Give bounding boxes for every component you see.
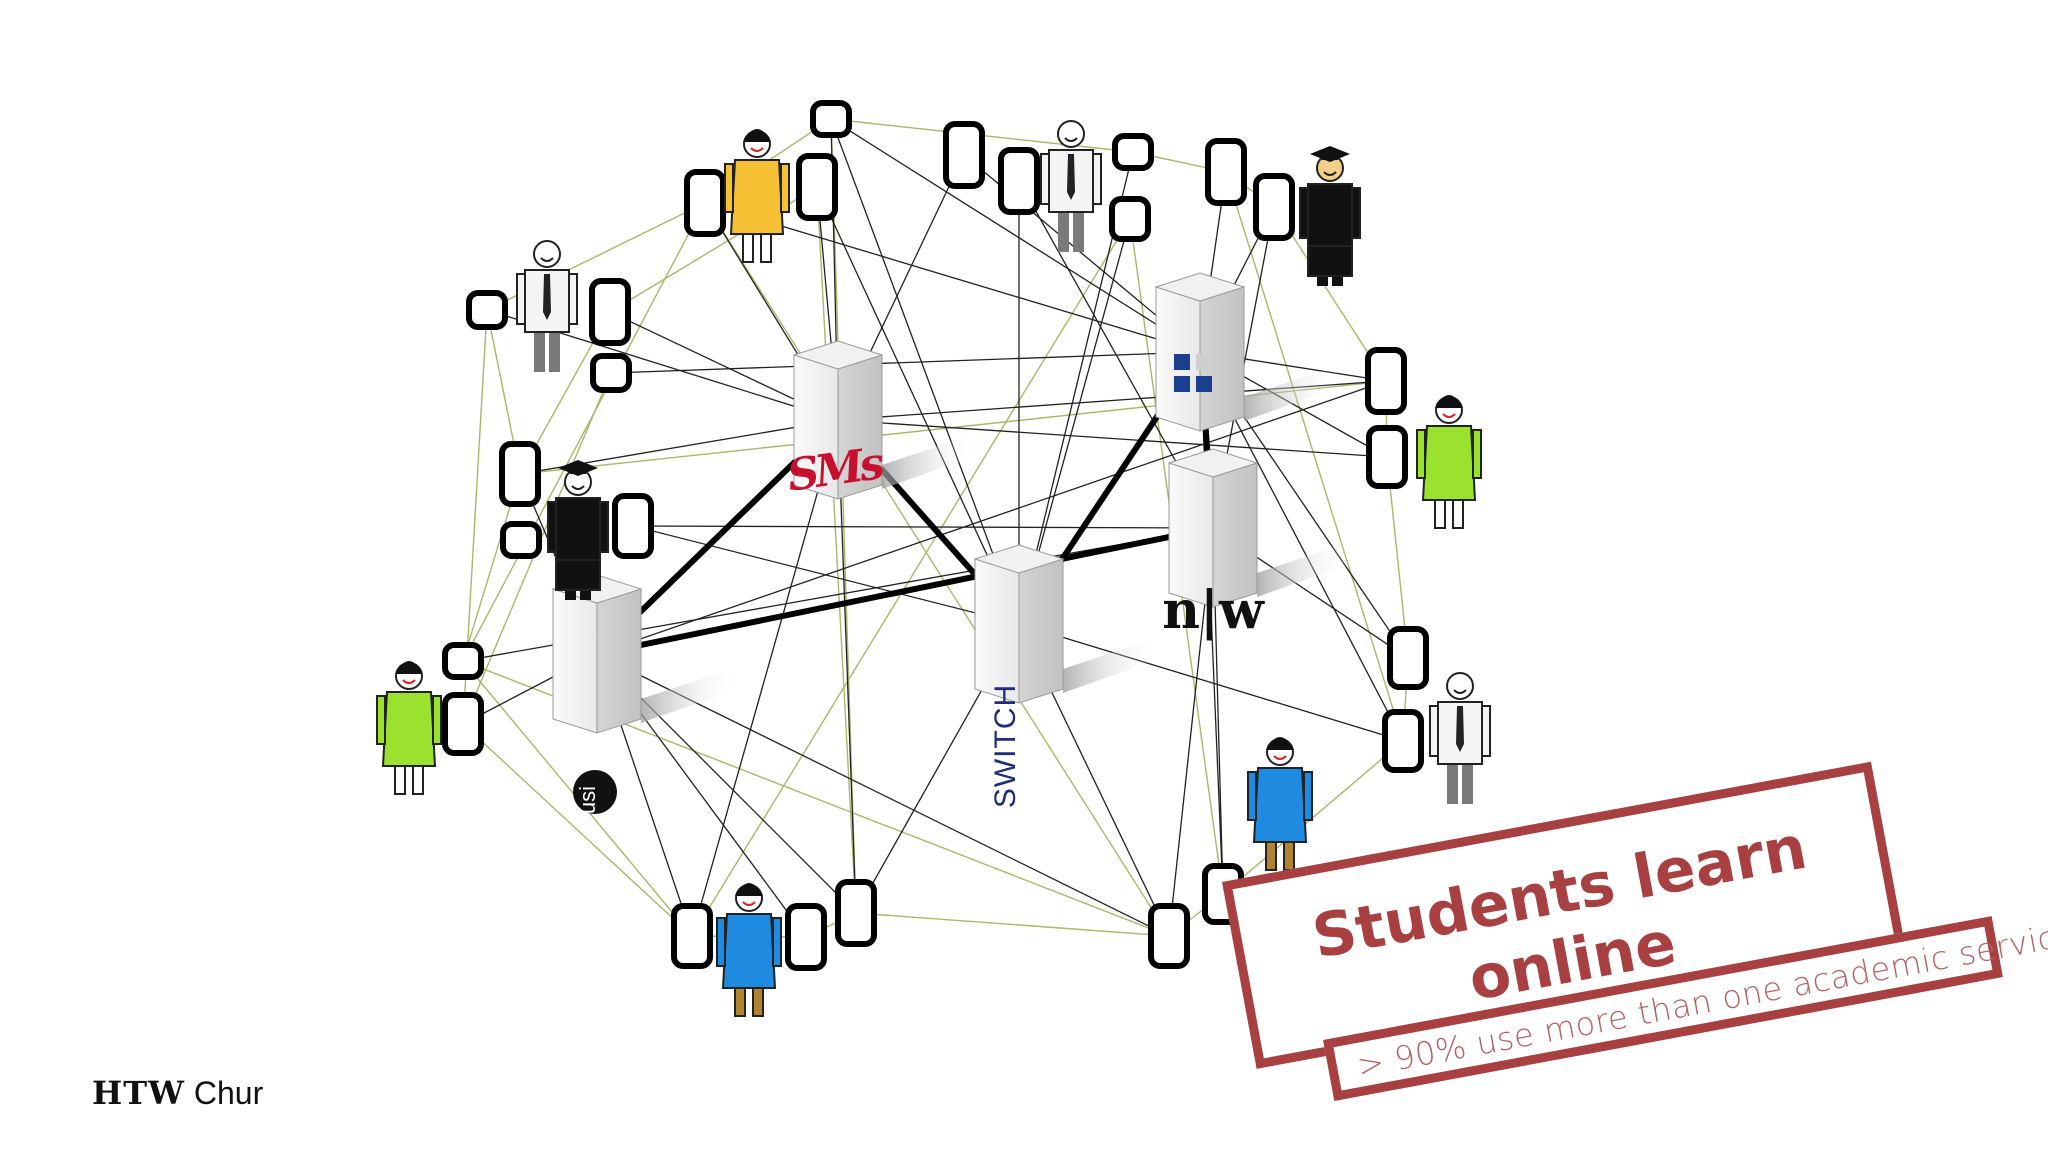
usi-logo-text: usi (575, 786, 600, 814)
service-link (1018, 623, 1404, 742)
device-icon (1365, 347, 1407, 415)
device-icon (785, 903, 827, 971)
device-icon (500, 521, 542, 559)
service-link (816, 186, 1020, 625)
device-icon (835, 879, 877, 947)
switch-logo-text: SWITCH (989, 684, 1022, 808)
device-icon (589, 278, 631, 346)
peer-link (462, 723, 693, 937)
htw-chur-logo: HTW Chur (92, 1074, 263, 1112)
service-link (837, 419, 1388, 458)
student-grad-icon (1429, 672, 1491, 804)
student-cap-icon (547, 460, 609, 600)
service-link (596, 380, 1387, 655)
peer-link (830, 118, 857, 914)
server-switch-icon: SWITCH (973, 544, 1159, 808)
student-yellow-icon (724, 129, 790, 263)
student-green-icon (376, 661, 442, 795)
student-blue-icon (1247, 737, 1313, 871)
service-link (837, 419, 857, 914)
service-link (830, 118, 1020, 625)
service-link (830, 118, 1201, 353)
usi-logo-icon (573, 770, 617, 814)
device-icon (998, 147, 1040, 215)
server-sms-icon: SMs (784, 340, 978, 502)
peer-link (816, 186, 857, 914)
student-green-icon (1416, 395, 1482, 529)
peer-link (1225, 171, 1404, 742)
peer-link (1386, 456, 1409, 659)
device-icon (1387, 626, 1429, 690)
student-grad-icon (516, 240, 578, 372)
device-icon (684, 169, 726, 237)
peer-link (691, 218, 1131, 937)
device-icon (671, 903, 713, 969)
peer-link (855, 912, 1170, 937)
device-icon (466, 290, 508, 330)
brand-regular: Chur (193, 1075, 264, 1111)
device-icon (1112, 133, 1154, 171)
backbone-link (596, 525, 1214, 657)
device-icon (796, 153, 838, 221)
device-icon (943, 121, 985, 189)
service-link (691, 419, 839, 937)
device-icon (1366, 425, 1408, 489)
peer-link (462, 202, 706, 662)
device-icon (1205, 138, 1247, 206)
device-icon (1148, 903, 1190, 969)
server-fhgr-icon (1154, 272, 1340, 432)
fhnw-logo-text: n|w (1162, 580, 1265, 641)
device-icon (1253, 173, 1295, 241)
service-link (610, 351, 1201, 374)
device-icon (612, 493, 654, 559)
device-icon (499, 441, 541, 507)
brand-bold: HTW (92, 1074, 185, 1112)
device-icon (1382, 709, 1424, 773)
device-icon (590, 353, 632, 393)
device-icon (442, 692, 484, 756)
fhgr-logo-icon (1174, 354, 1212, 392)
student-blue-icon (716, 883, 782, 1017)
service-link (704, 202, 1201, 353)
peer-link (704, 202, 1170, 937)
service-link (632, 525, 1214, 529)
server-fhnw-icon: n|w (1162, 448, 1353, 641)
student-bride-icon (1299, 146, 1361, 286)
device-icon (1109, 196, 1151, 242)
device-icon (810, 100, 852, 138)
student-grad-icon (1040, 120, 1102, 252)
device-icon (442, 642, 484, 680)
